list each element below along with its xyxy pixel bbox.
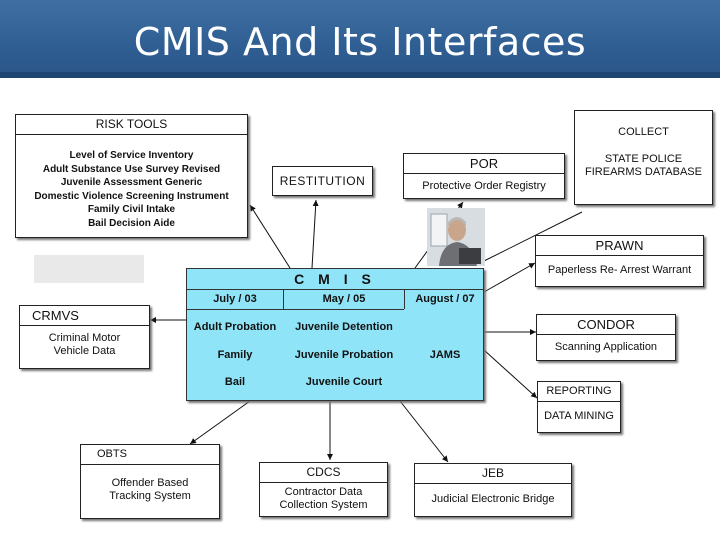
crmvs-body: Criminal Motor Vehicle Data (20, 326, 149, 358)
page-title: CMIS And Its Interfaces (133, 20, 587, 64)
obts-body: Offender Based Tracking System (81, 465, 219, 503)
cmis-divider (404, 289, 405, 309)
cmis-item: Juvenile Detention (295, 321, 393, 333)
cmis-divider (283, 289, 284, 309)
crmvs-header: CRMVS (20, 306, 149, 326)
obts-box: OBTS Offender Based Tracking System (80, 444, 220, 519)
collect-line2: FIREARMS DATABASE (585, 166, 702, 178)
crmvs-line: Vehicle Data (53, 345, 116, 357)
jeb-header: JEB (415, 464, 571, 484)
prawn-header: PRAWN (536, 236, 703, 256)
cdcs-line: Collection System (279, 499, 368, 511)
crmvs-box: CRMVS Criminal Motor Vehicle Data (19, 305, 150, 369)
cmis-box: C M I S July / 03 May / 05 August / 07 A… (186, 268, 484, 401)
reporting-box: REPORTING DATA MINING (537, 381, 621, 433)
por-header: POR (404, 154, 564, 174)
risk-tools-list: Level of Service Inventory Adult Substan… (16, 135, 247, 230)
condor-box: CONDOR Scanning Application (536, 314, 676, 361)
condor-header: CONDOR (537, 315, 675, 335)
restitution-box: RESTITUTION (272, 166, 373, 196)
arrow-obts (189, 400, 251, 445)
crmvs-line: Criminal Motor (48, 332, 121, 344)
risk-tool-item: Juvenile Assessment Generic (60, 177, 203, 188)
obts-line: Offender Based (111, 477, 189, 489)
cmis-item: JAMS (429, 349, 461, 361)
reporting-body: DATA MINING (544, 410, 614, 422)
risk-tool-item: Family Civil Intake (87, 204, 176, 215)
arrow-jeb (399, 400, 449, 463)
prawn-body: Paperless Re- Arrest Warrant (547, 264, 692, 276)
prawn-box: PRAWN Paperless Re- Arrest Warrant (535, 235, 704, 287)
collect-box: COLLECT STATE POLICE FIREARMS DATABASE (574, 110, 713, 205)
arrow-restitution (311, 199, 319, 269)
arrow-prawn (483, 262, 536, 293)
arrow-collect (481, 211, 583, 263)
collect-header: COLLECT (618, 126, 669, 138)
person-photo (427, 208, 485, 266)
cdcs-header: CDCS (260, 463, 387, 483)
cmis-item: Juvenile Court (305, 376, 383, 388)
condor-body: Scanning Application (554, 341, 658, 353)
risk-tool-item: Domestic Violence Screening Instrument (34, 190, 229, 202)
cmis-date-august: August / 07 (415, 293, 475, 305)
cmis-item: Adult Probation (193, 321, 277, 333)
cmis-item: Juvenile Probation (294, 349, 394, 361)
por-box: POR Protective Order Registry (403, 153, 565, 199)
cdcs-line: Contractor Data (284, 486, 363, 498)
obts-header: OBTS (81, 445, 219, 465)
cdcs-box: CDCS Contractor Data Collection System (259, 462, 388, 517)
collect-line1: STATE POLICE (604, 153, 683, 165)
obts-line: Tracking System (109, 490, 191, 502)
arrow-risk-tools (249, 204, 291, 269)
risk-tool-item: Adult Substance Use Survey Revised (42, 163, 221, 175)
reporting-header: REPORTING (538, 382, 620, 402)
por-body: Protective Order Registry (422, 180, 546, 192)
risk-tool-item: Bail Decision Aide (88, 217, 175, 229)
cmis-header: C M I S (187, 269, 483, 290)
jeb-body: Judicial Electronic Bridge (431, 493, 555, 505)
cmis-divider (187, 309, 404, 310)
cmis-item: Bail (224, 376, 246, 388)
faded-placeholder (34, 255, 144, 283)
cdcs-body: Contractor Data Collection System (260, 483, 387, 512)
risk-tools-header: RISK TOOLS (16, 115, 247, 135)
risk-tool-item: Level of Service Inventory (69, 150, 194, 161)
arrow-reporting (483, 349, 538, 399)
restitution-label: RESTITUTION (279, 174, 366, 188)
title-bar (0, 0, 720, 78)
title-bar-stripe (0, 72, 720, 78)
cmis-item: Family (217, 349, 253, 361)
cmis-date-may: May / 05 (322, 293, 366, 305)
cmis-date-july: July / 03 (213, 293, 257, 305)
risk-tools-box: RISK TOOLS Level of Service Inventory Ad… (15, 114, 248, 238)
jeb-box: JEB Judicial Electronic Bridge (414, 463, 572, 517)
